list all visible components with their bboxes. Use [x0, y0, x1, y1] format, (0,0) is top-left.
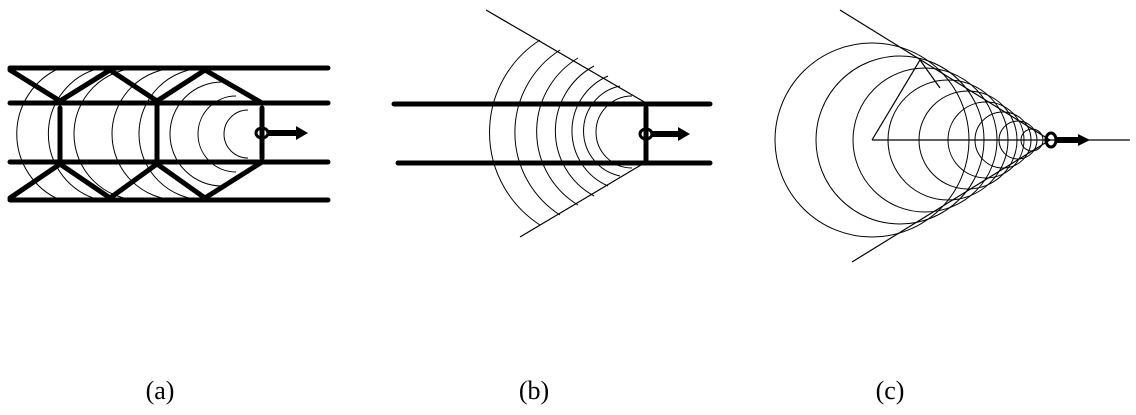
panel-c-circle-4: [887, 79, 1009, 201]
panel-a-zigzag-bottom: [7, 159, 265, 202]
panel-c-cone-top: [839, 9, 1051, 141]
panel-b-arc-5: [571, 75, 609, 187]
panel-b-arc-3: [536, 57, 579, 206]
panel-c-circle-6: [947, 101, 1025, 179]
panel-c-cone: [839, 9, 1130, 263]
panel-c-circle-7: [974, 111, 1032, 169]
panel-a-caption: (a): [145, 376, 175, 405]
panel-c-source-dot: [1044, 131, 1058, 149]
panel-a-arc-6: [169, 81, 223, 187]
panel-b-caption: (b): [518, 376, 550, 405]
panel-c-diagram: [774, 9, 1130, 263]
panel-b-arc-2: [514, 49, 561, 216]
panel-b-arc-1: [489, 39, 541, 226]
panel-a-diagram: [7, 65, 331, 203]
panel-a-arc-7: [197, 95, 237, 173]
panel-c-circle-2: [815, 55, 985, 225]
panel-b-source: [638, 127, 690, 141]
panel-a-wavefronts: [16, 67, 249, 201]
panel-b-arc-7: [595, 95, 633, 169]
panel-a-arc-5: [138, 67, 206, 201]
panel-b-arc-4: [554, 65, 595, 197]
panel-c-caption: (c): [875, 376, 905, 405]
panel-a-arc-3: [73, 67, 141, 201]
panel-c-wavefronts: [774, 42, 1044, 238]
panel-b-arc-6: [583, 85, 621, 177]
panel-a-arc-4: [111, 67, 179, 201]
panel-b-wavefronts: [489, 39, 633, 226]
panel-a-arc-1: [16, 67, 61, 201]
panel-c-cone-bottom: [851, 139, 1051, 263]
panel-c-circle-3: [852, 67, 998, 213]
panel-b-diagram: [391, 9, 713, 238]
panel-c-circle-1: [774, 42, 970, 238]
panel-b-cone-bottom: [519, 161, 647, 238]
panel-a-arrow-head: [296, 126, 308, 140]
panel-b-walls: [391, 101, 713, 166]
panel-b-arrow-head: [678, 127, 690, 141]
panel-c-circle-9: [1020, 128, 1044, 152]
panel-a-arc-8: [223, 109, 249, 159]
panel-c-source: [1044, 131, 1090, 149]
panel-a-arc-2: [47, 67, 101, 201]
panel-c-inner-construction: [871, 58, 941, 141]
panel-a-walls: [7, 65, 331, 203]
panel-c-circle-8: [998, 120, 1038, 160]
panel-c-circle-5: [918, 90, 1018, 190]
panel-c-arrow-head: [1078, 134, 1090, 146]
panel-b-cone: [485, 9, 647, 238]
panel-a-source: [254, 126, 308, 140]
panel-b-cone-top: [485, 9, 647, 104]
